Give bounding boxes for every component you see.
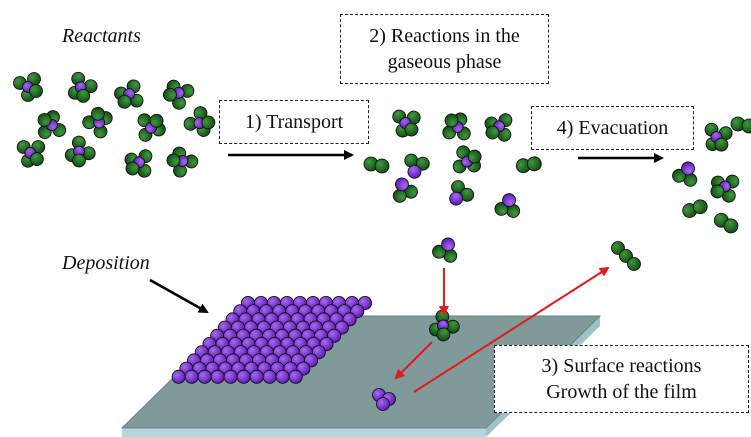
gas-reaction-line2: gaseous phase [387, 51, 502, 73]
reactant-molecule [162, 79, 195, 110]
molecules [13, 71, 751, 411]
reactant-molecule [13, 72, 43, 102]
evacuation-box: 4) Evacuation [531, 106, 694, 150]
film-atom [288, 369, 303, 384]
evacuated-molecule [682, 199, 708, 218]
gas-phase-molecule [515, 156, 542, 174]
reactant-molecule [82, 106, 113, 139]
film-atom [171, 369, 186, 384]
reactant-molecule [183, 106, 216, 137]
metal-cluster [372, 388, 396, 411]
reactant-molecule [67, 71, 98, 103]
evacuated-molecule [704, 122, 733, 152]
film-atom [223, 369, 238, 384]
gas-phase-molecule [484, 113, 513, 142]
evacuated-molecule [710, 174, 740, 203]
gas-phase-molecule [404, 153, 430, 179]
evacuated-molecule [730, 116, 751, 134]
reactant-molecule [124, 149, 153, 178]
gas-phase-molecule [392, 109, 421, 138]
gas-reaction-line1: 2) Reactions in the [369, 25, 520, 47]
incoming-precursor [432, 237, 458, 263]
gas-phase-molecule [442, 112, 471, 141]
film-atom [236, 369, 251, 384]
surface-reaction-box: 3) Surface reactions Growth of the film [494, 345, 749, 413]
gas-phase-molecule [452, 145, 482, 174]
film-atom [275, 369, 290, 384]
reactants-label: Reactants [62, 25, 141, 47]
evacuated-molecule [672, 161, 698, 187]
desorbed-byproduct [611, 241, 641, 271]
gas-phase-molecule [392, 177, 418, 203]
deposition-pointer-arrow [149, 278, 209, 314]
film-atom [210, 369, 225, 384]
gas-phase-molecule [363, 156, 390, 174]
surface-line1: 3) Surface reactions [541, 355, 702, 377]
transport-box: 1) Transport [219, 100, 369, 144]
evacuated-molecule [713, 212, 739, 234]
desorption-arrow [413, 266, 610, 393]
reactant-molecule [166, 146, 199, 178]
transport-text: 1) Transport [244, 111, 344, 133]
reactant-molecule [114, 79, 144, 109]
film-atom [197, 369, 212, 384]
film-atom [262, 369, 277, 384]
surface-migration-arrow [394, 341, 433, 380]
film-atom [184, 369, 199, 384]
deposited-film [171, 295, 372, 384]
reactant-molecule [137, 113, 166, 142]
gas-phase-molecule [494, 193, 521, 218]
reactant-molecule [16, 140, 46, 168]
deposition-label: Deposition [62, 252, 150, 274]
gas-reaction-box: 2) Reactions in the gaseous phase [340, 14, 549, 84]
evacuation-text: 4) Evacuation [556, 117, 669, 139]
surface-line2: Growth of the film [546, 381, 697, 403]
film-atom [249, 369, 264, 384]
gas-phase-molecule [449, 180, 475, 206]
reactant-molecule [37, 110, 67, 139]
reactant-molecule [64, 135, 96, 168]
